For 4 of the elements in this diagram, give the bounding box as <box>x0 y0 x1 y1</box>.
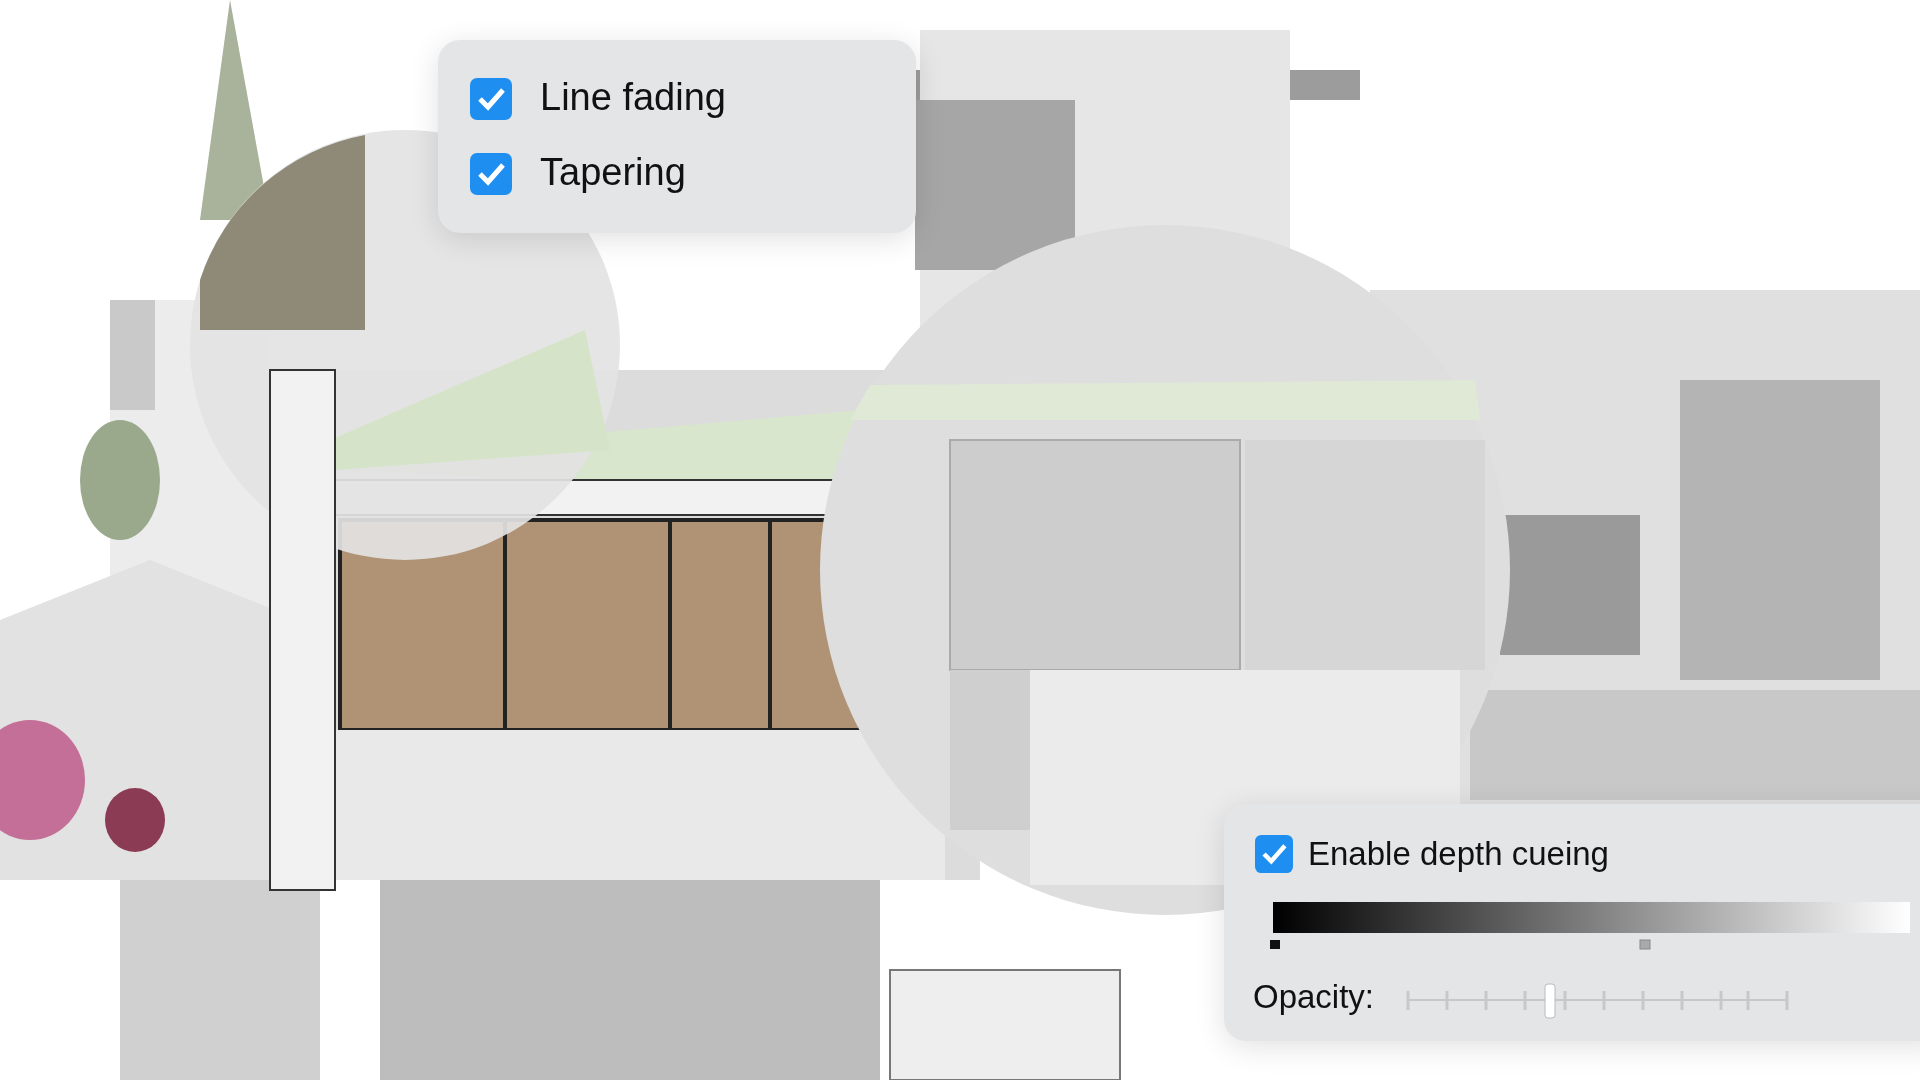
checkbox-label: Tapering <box>540 151 686 194</box>
checkbox-label: Line fading <box>540 76 726 119</box>
checkbox-label: Enable depth cueing <box>1308 835 1609 873</box>
field-label: Opacity: <box>1253 978 1375 1016</box>
